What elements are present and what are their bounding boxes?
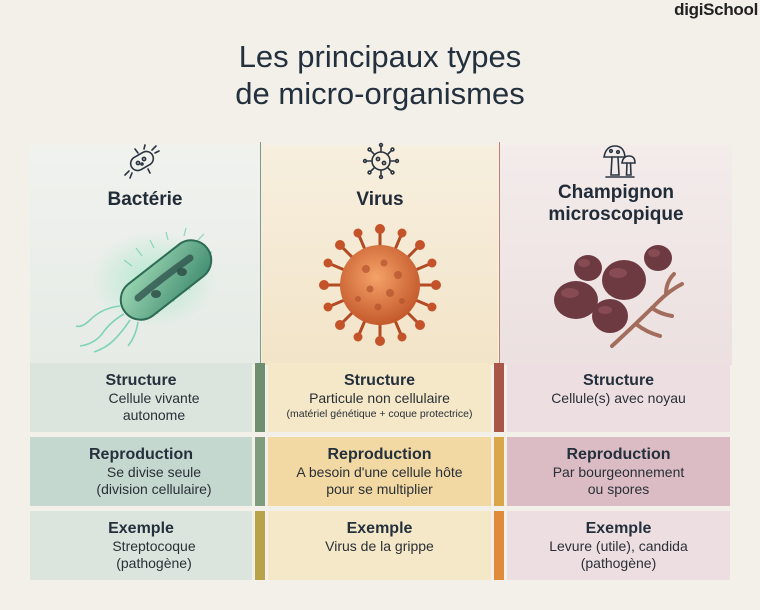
bacteria-illustration xyxy=(75,227,218,353)
fungus-illustration xyxy=(554,245,684,348)
virus-structure-cell: Structure Particule non cellulaire (maté… xyxy=(268,363,491,432)
bacteria-icon xyxy=(124,144,160,179)
accent-bar xyxy=(494,437,504,506)
bacteria-column-title: Bactérie xyxy=(107,189,183,210)
row-heading: Reproduction xyxy=(89,446,193,463)
cell-text-line: Par bourgeonnement xyxy=(552,464,685,480)
row-heading: Structure xyxy=(105,372,177,389)
row-heading: Exemple xyxy=(108,520,174,537)
virus-illustration xyxy=(319,224,441,346)
column-divider xyxy=(499,142,500,364)
virus-column-title: Virus xyxy=(356,189,404,210)
cell-text-line: (pathogène) xyxy=(580,555,657,571)
fungus-title-line-2: microscopique xyxy=(548,204,684,225)
cell-text-line: ou spores xyxy=(587,481,650,497)
title-line-1: Les principaux types xyxy=(238,39,522,74)
fungus-column-title: Champignon microscopique xyxy=(500,182,732,226)
cell-text-line: autonome xyxy=(122,407,186,423)
fungus-reproduction-cell: Reproduction Par bourgeonnement ou spore… xyxy=(507,437,730,506)
cell-text-line: Cellule vivante xyxy=(108,390,200,406)
row-heading: Reproduction xyxy=(566,446,671,463)
row-heading: Structure xyxy=(582,372,655,389)
cell-text-line: Se divise seule xyxy=(106,464,202,480)
accent-bar xyxy=(255,437,265,506)
cell-text-line: Virus de la grippe xyxy=(325,538,434,554)
bacteria-structure-cell: Structure Cellule vivante autonome xyxy=(30,363,252,432)
cell-text-line: Cellule(s) avec noyau xyxy=(551,390,686,406)
cell-text-line: A besoin d'une cellule hôte xyxy=(296,464,463,480)
cell-text-line: (pathogène) xyxy=(116,555,192,571)
row-heading: Reproduction xyxy=(327,446,432,463)
virus-example-cell: Exemple Virus de la grippe xyxy=(268,511,491,580)
cell-text-line: pour se multiplier xyxy=(326,481,433,497)
row-heading: Exemple xyxy=(585,520,652,537)
column-divider xyxy=(260,142,261,364)
cell-text-line: (division cellulaire) xyxy=(96,481,212,497)
page-title: Les principaux types de micro-organismes xyxy=(0,38,760,112)
accent-bar xyxy=(255,363,265,432)
mushroom-icon xyxy=(603,145,636,178)
virus-icon xyxy=(362,142,400,180)
row-heading: Exemple xyxy=(346,520,413,537)
bacteria-example-cell: Exemple Streptocoque (pathogène) xyxy=(30,511,252,580)
accent-bar xyxy=(255,511,265,580)
cell-text-line: Particule non cellulaire xyxy=(309,390,450,406)
fungus-example-cell: Exemple Levure (utile), candida (pathogè… xyxy=(507,511,730,580)
fungus-title-line-1: Champignon xyxy=(557,182,675,203)
virus-reproduction-cell: Reproduction A besoin d'une cellule hôte… xyxy=(268,437,491,506)
title-line-2: de micro-organismes xyxy=(235,76,525,111)
cell-note: (matériel génétique + coque protectrice) xyxy=(286,408,473,420)
brand-logo: digiSchool xyxy=(674,0,758,19)
accent-bar xyxy=(494,363,504,432)
bacteria-reproduction-cell: Reproduction Se divise seule (division c… xyxy=(30,437,252,506)
cell-text-line: Levure (utile), candida xyxy=(549,538,688,554)
accent-bar xyxy=(494,511,504,580)
fungus-structure-cell: Structure Cellule(s) avec noyau xyxy=(507,363,730,432)
row-heading: Structure xyxy=(343,372,416,389)
cell-text-line: Streptocoque xyxy=(112,538,196,554)
